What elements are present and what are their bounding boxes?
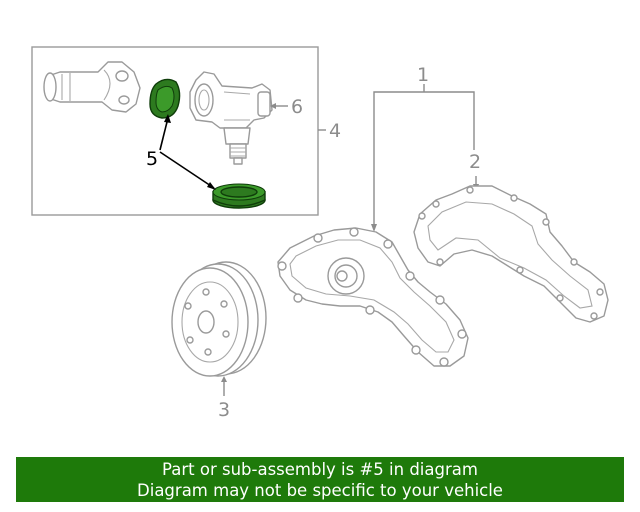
callout-2: 2 <box>469 151 481 173</box>
water-outlet-pipe <box>43 61 141 113</box>
seal-part-5-lower <box>212 183 266 209</box>
callout-5: 5 <box>146 148 158 170</box>
water-pump-gasket <box>413 185 609 323</box>
water-pump-pulley <box>171 261 267 377</box>
inset-box <box>31 46 319 216</box>
leader-5-upper <box>159 117 169 151</box>
water-pump <box>277 227 469 367</box>
callout-6: 6 <box>291 96 303 118</box>
highlight-banner: Part or sub-assembly is #5 in diagram Di… <box>16 457 624 502</box>
thermostat-housing <box>189 71 273 165</box>
banner-line-1: Part or sub-assembly is #5 in diagram <box>162 459 478 479</box>
callout-4: 4 <box>329 120 341 142</box>
callout-1: 1 <box>417 64 429 86</box>
leader-1 <box>373 84 475 228</box>
leader-5-lower <box>159 151 215 189</box>
gasket-part-5-upper <box>149 78 181 119</box>
callout-3: 3 <box>218 399 230 421</box>
banner-line-2: Diagram may not be specific to your vehi… <box>137 480 503 500</box>
